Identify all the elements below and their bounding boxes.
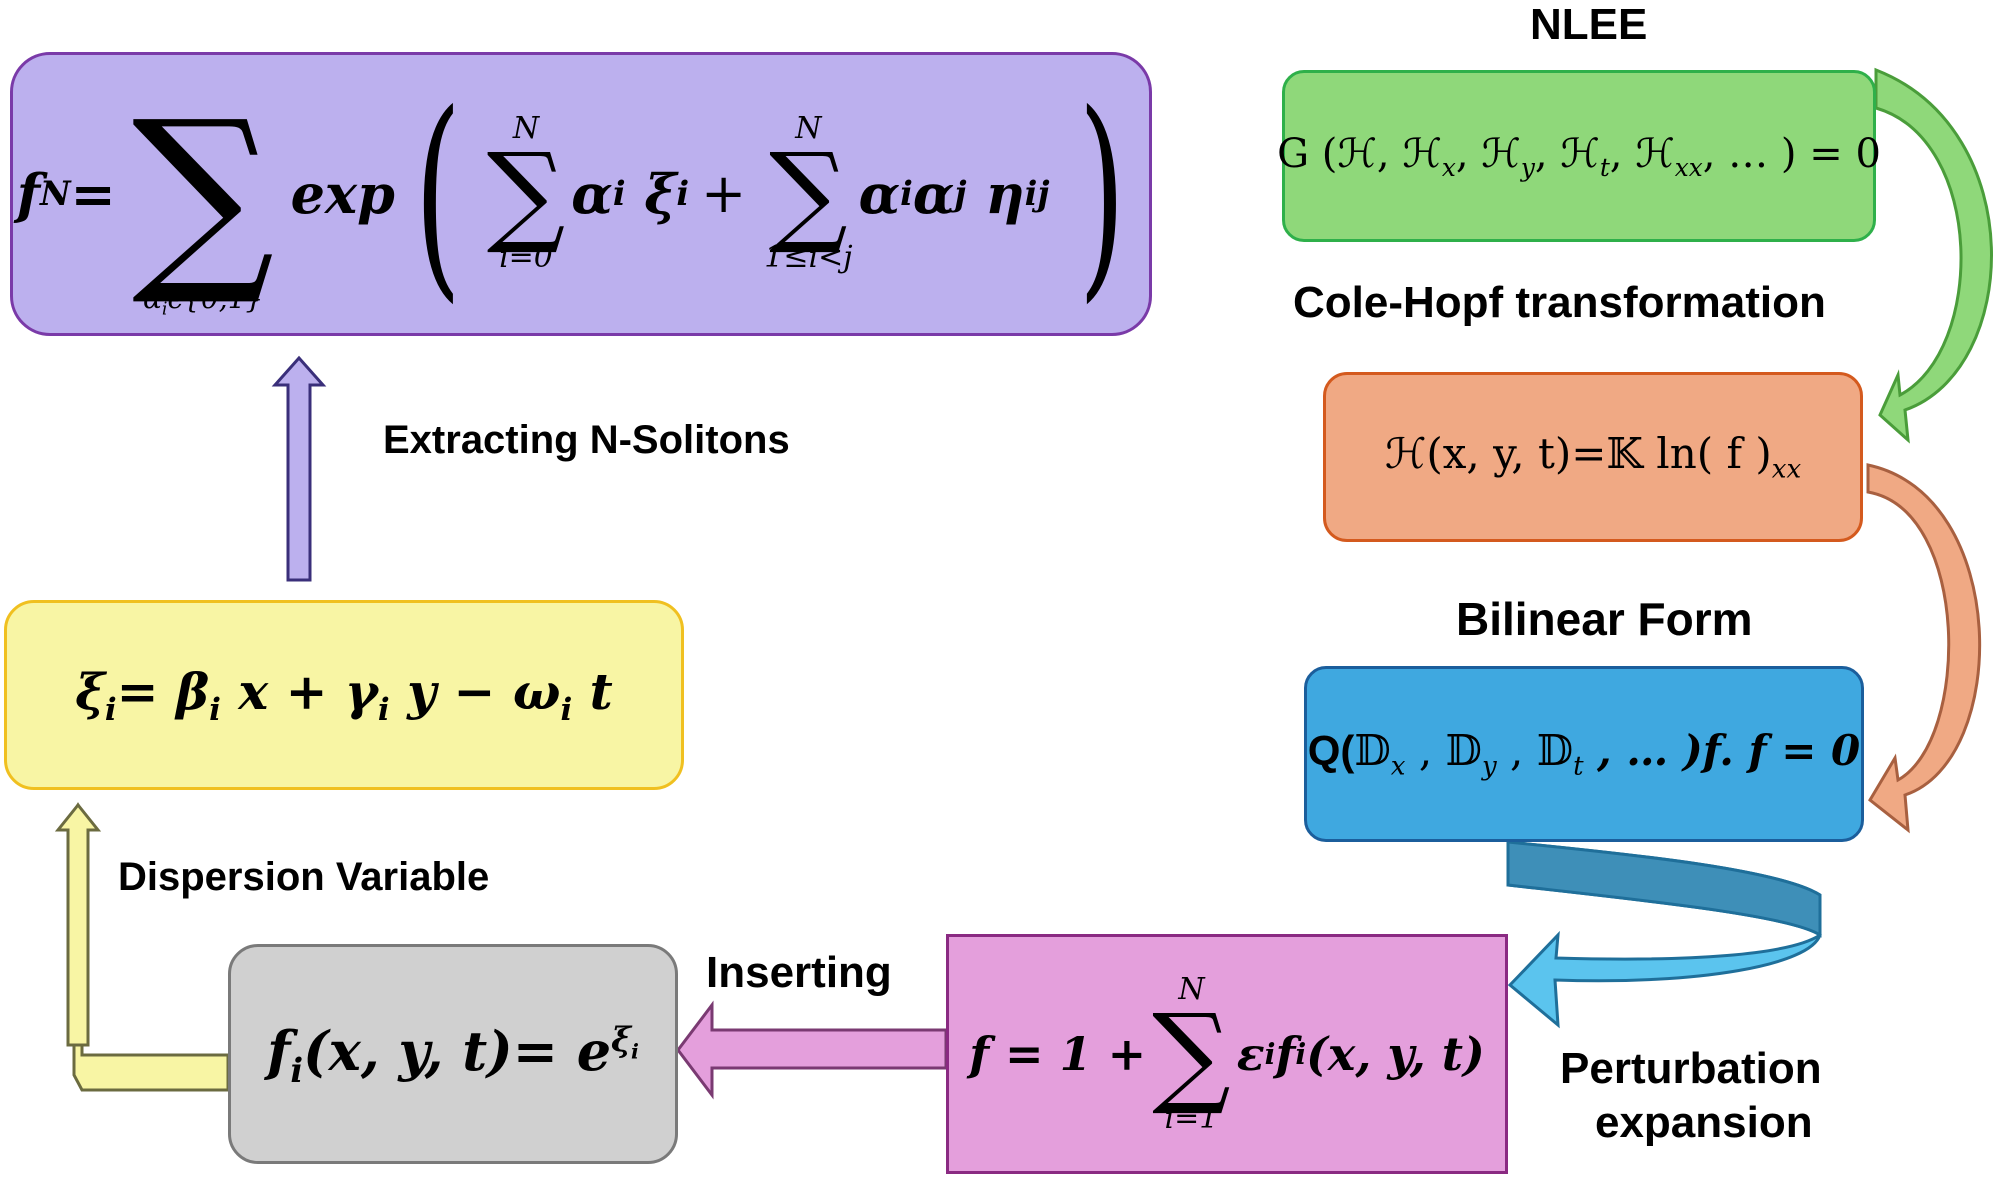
cole-hopf-label: Cole-Hopf transformation (1293, 278, 1826, 327)
sum1-symbol: N ∑ i=0 (486, 111, 566, 276)
bilinear-box: Q(𝔻x , 𝔻y , 𝔻t , … )f. f = 0 (1304, 666, 1864, 842)
big-sum-symbol: ∑ αiϵ{0,1} (131, 78, 275, 320)
orange-curved-arrow (1866, 463, 1982, 834)
sum2-symbol: N ∑ 1≤i<j (764, 111, 853, 276)
xi-box: ξi= βi x + γi y − ωi t (4, 600, 684, 790)
perturbation-label-line2: expansion (1594, 1098, 1813, 1147)
fi-box: fi(x, y, t)= eξi (228, 944, 678, 1164)
left-paren: ( (414, 65, 462, 322)
nlee-box: G (ℋ, ℋx, ℋy, ℋt, ℋxx, … ) = 0 (1277, 70, 1881, 242)
cole-hopf-equation: ℋ(x, y, t)=𝕂 ln( f )xx (1384, 429, 1802, 485)
bilinear-label: Bilinear Form (1456, 593, 1753, 645)
purple-up-arrow (271, 355, 327, 582)
bilinear-equation: Q(𝔻x , 𝔻y , 𝔻t , … )f. f = 0 (1307, 726, 1861, 782)
pink-left-arrow (676, 1000, 948, 1100)
green-curved-arrow (1874, 67, 1993, 444)
yellow-arrow-head (54, 802, 102, 1047)
xi-equation: ξi= βi x + γi y − ωi t (75, 662, 613, 728)
nlee-equation: G (ℋ, ℋx, ℋy, ℋt, ℋxx, … ) = 0 (1277, 130, 1881, 182)
dispersion-label: Dispersion Variable (118, 855, 490, 899)
nlee-label: NLEE (1530, 0, 1648, 49)
extracting-label: Extracting N-Solitons (383, 418, 790, 462)
right-paren: ) (1078, 65, 1126, 322)
perturbation-label: Perturbation expansion (1560, 1042, 1822, 1150)
blue-arrow-band (1506, 840, 1822, 938)
sum-symbol: N ∑ i=1 (1152, 971, 1231, 1136)
fi-equation: fi(x, y, t)= eξi (267, 1018, 639, 1090)
inserting-label: Inserting (706, 948, 892, 997)
cole-hopf-box: ℋ(x, y, t)=𝕂 ln( f )xx (1323, 372, 1863, 542)
perturbation-label-line1: Perturbation (1560, 1044, 1822, 1093)
